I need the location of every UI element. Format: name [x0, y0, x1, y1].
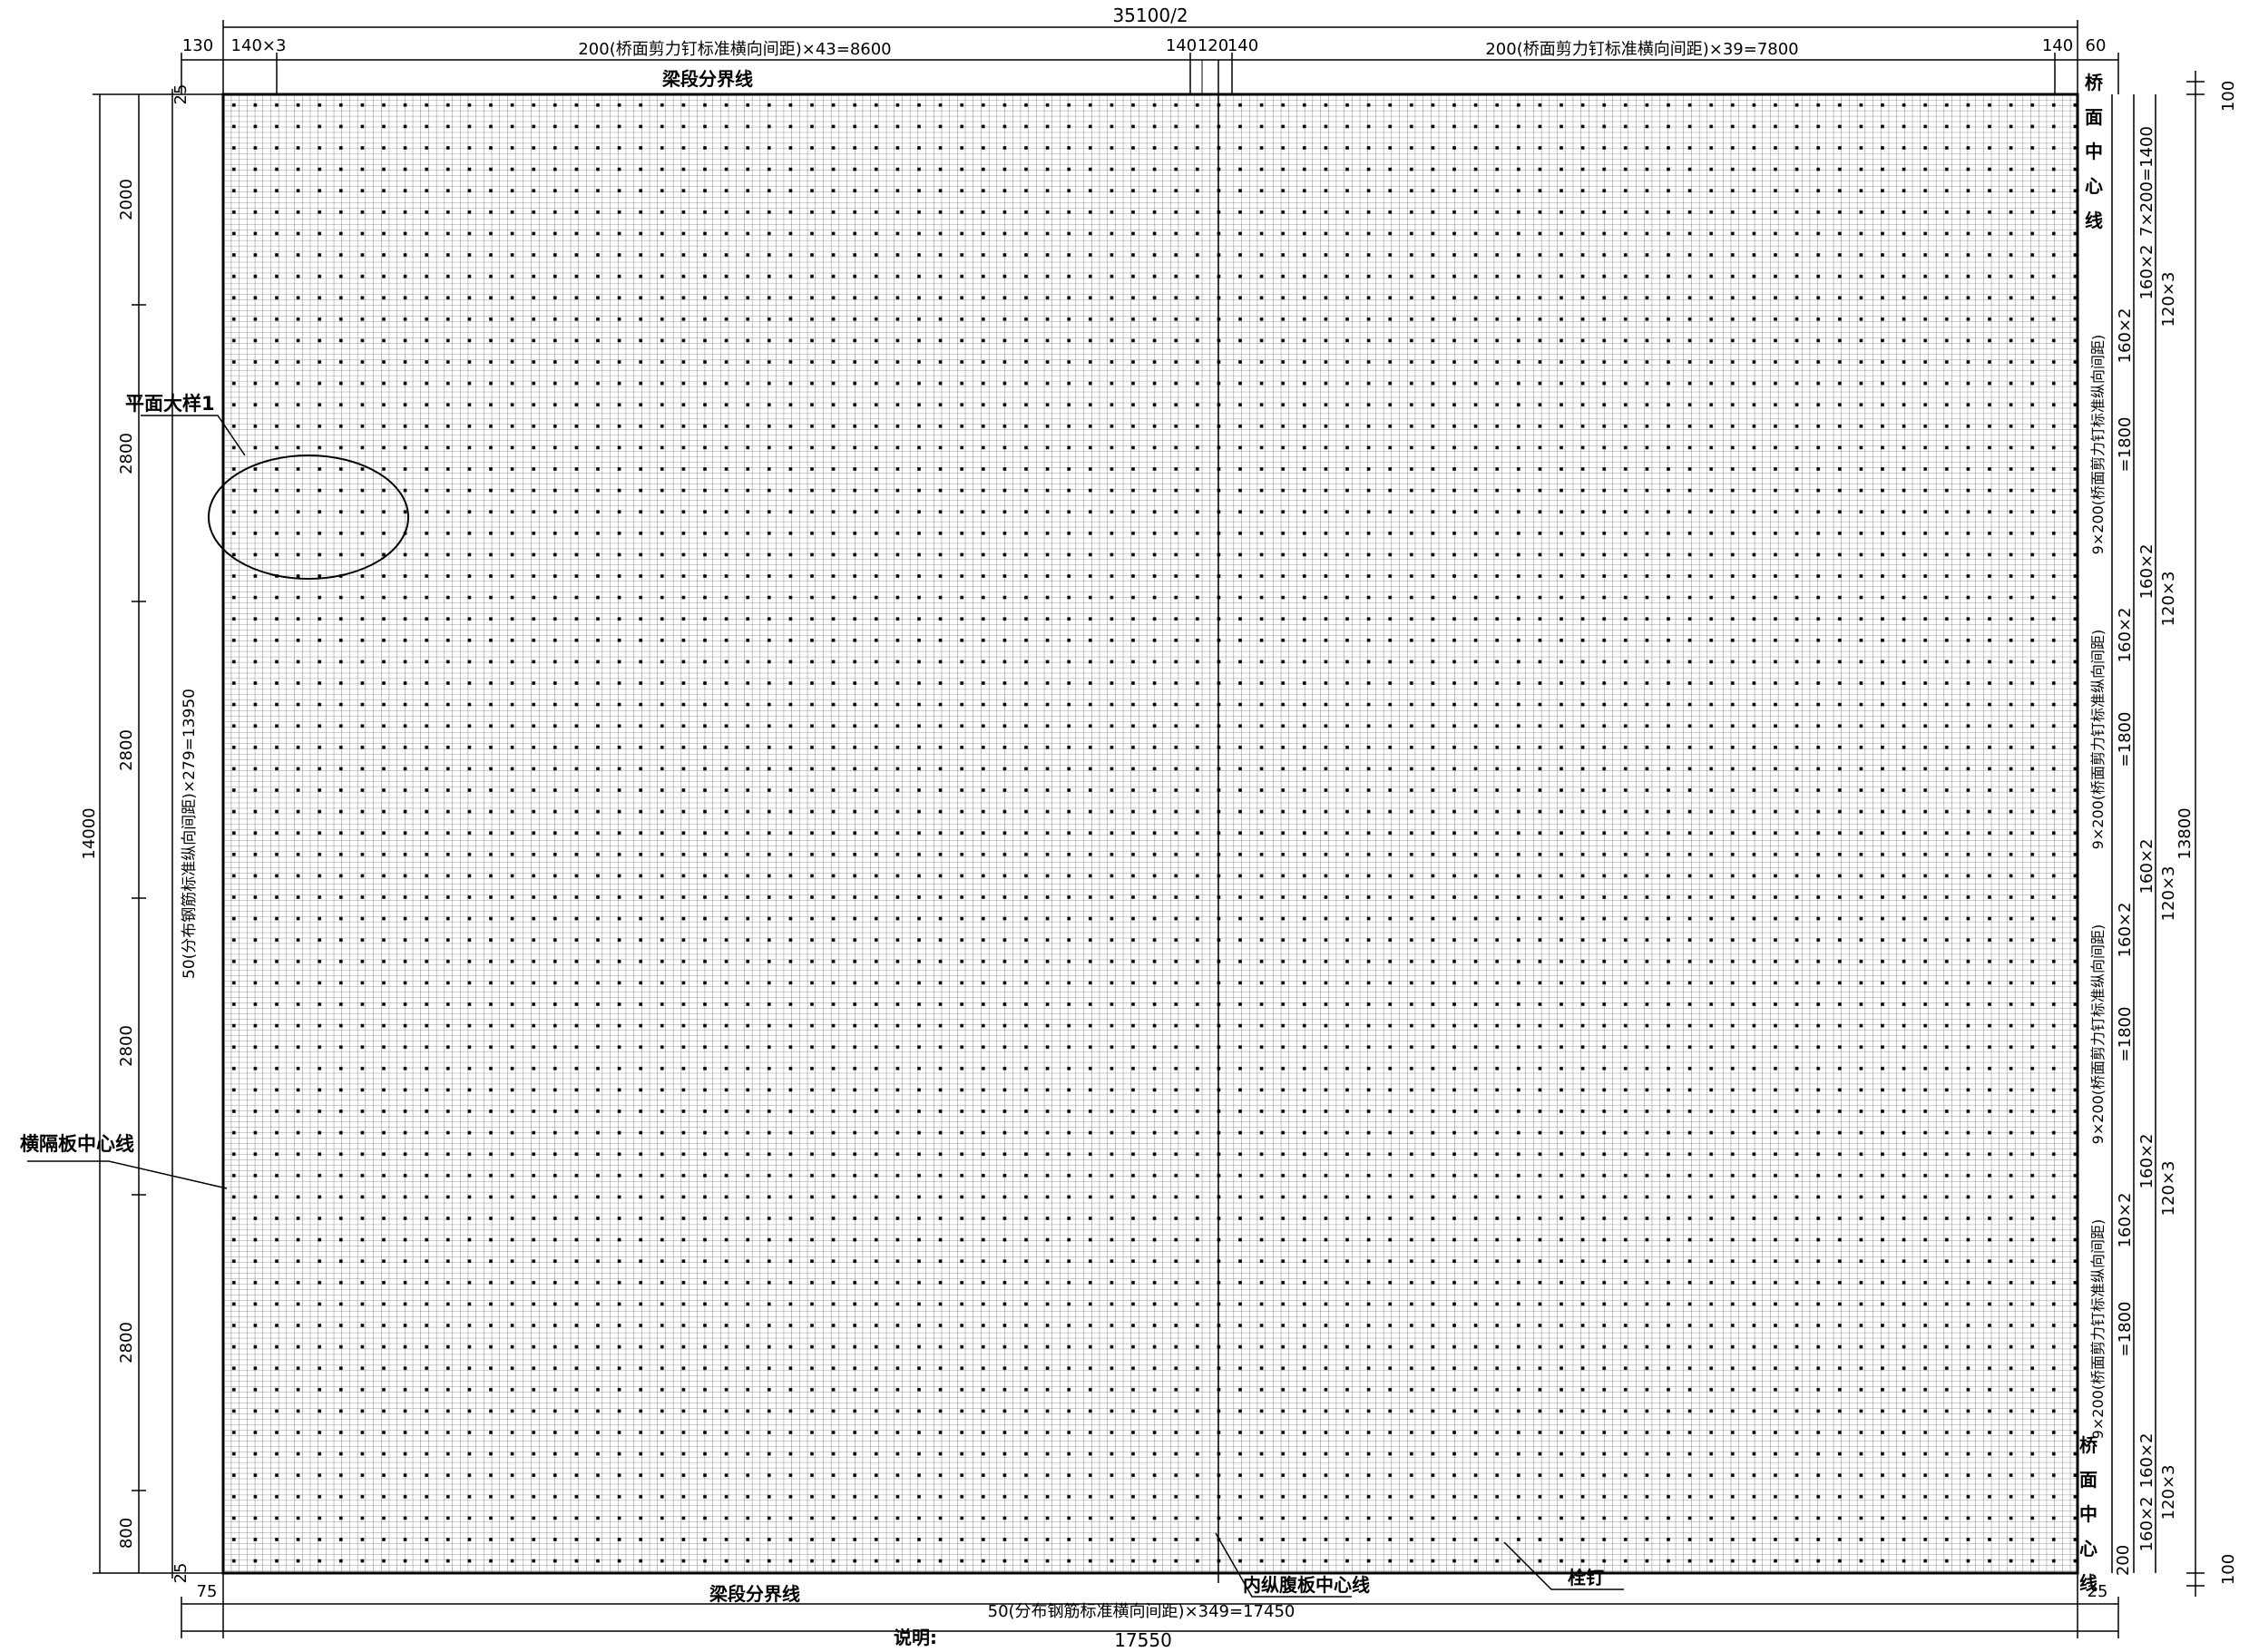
- svg-text:桥: 桥: [2079, 1434, 2098, 1456]
- left-dim-top-edge: 25: [171, 84, 191, 105]
- bottom-dimension-group: [181, 1573, 2119, 1638]
- right-dim-bottom-edge: 100: [2219, 1554, 2238, 1585]
- right-dim-pair-b-4: 120×3: [2159, 1161, 2178, 1217]
- left-dim-rebar-spacing: 50(分布钢筋标准纵向间距)×279=13950: [181, 689, 199, 979]
- left-dim-seg-1: 2800: [117, 433, 136, 474]
- right-dim-group-total-1: =1800: [2116, 417, 2135, 473]
- notes-label: 说明:: [894, 1627, 937, 1648]
- right-dim-group-spacing-2: 9×200(桥面剪力钉标准纵向间距): [2089, 630, 2107, 850]
- segment-boundary-label-top: 梁段分界线: [661, 68, 753, 90]
- top-dim-right-margin: 60: [2086, 36, 2107, 55]
- right-dim-pair-a-3: 160×2: [2137, 544, 2156, 600]
- bridge-centerline-top: 桥 面 中 心 线: [2085, 72, 2104, 231]
- right-dim-pair-b-1: 120×3: [2159, 272, 2178, 327]
- web-centerline-label: 内纵腹板中心线: [1243, 1574, 1370, 1596]
- right-dim-group-spacing-1: 9×200(桥面剪力钉标准纵向间距): [2089, 335, 2107, 555]
- detail-callout-label: 平面大样1: [125, 393, 215, 415]
- right-dim-pair-b-3: 120×3: [2159, 866, 2178, 922]
- svg-text:面: 面: [2079, 1469, 2097, 1491]
- top-dim-right-end: 140: [2042, 36, 2073, 55]
- svg-text:线: 线: [2079, 1572, 2097, 1594]
- right-dim-pair-a-8: 160×2: [2116, 1193, 2135, 1248]
- right-dim-group-spacing-3: 9×200(桥面剪力钉标准纵向间距): [2089, 924, 2107, 1145]
- top-dim-left-group: 140×3: [231, 36, 287, 55]
- detail-callout-ellipse: [208, 455, 409, 580]
- right-dim-group-total-3: =1800: [2116, 1007, 2135, 1062]
- web-centerline-leader: [1215, 1532, 1352, 1598]
- top-dim-mid-b: 120: [1198, 36, 1228, 55]
- right-dimension-group: [2111, 71, 2205, 1597]
- right-dim-pair-a-4: 160×2: [2116, 608, 2135, 663]
- shear-studs: [223, 94, 2078, 1573]
- right-dim-group-total-4: =1800: [2116, 1302, 2135, 1357]
- segment-boundary-label-bottom: 梁段分界线: [709, 1583, 800, 1605]
- right-dim-pair-a-1: 160×2: [2137, 245, 2156, 300]
- right-dim-total: 13800: [2176, 807, 2195, 859]
- top-dimension-group: [181, 20, 2119, 94]
- top-dim-mid-c: 140: [1227, 36, 1258, 55]
- top-dim-right-span: 200(桥面剪力钉标准横向间距)×39=7800: [1485, 40, 1798, 59]
- stud-leader: [1503, 1541, 1624, 1590]
- right-dim-pair-b-2: 120×3: [2159, 572, 2178, 627]
- top-dim-left-span: 200(桥面剪力钉标准横向间距)×43=8600: [578, 40, 891, 59]
- bottom-dim-rebar-span: 50(分布钢筋标准横向间距)×349=17450: [988, 1602, 1296, 1621]
- left-dim-seg-3: 2800: [117, 1025, 136, 1067]
- right-dim-top-edge: 100: [2219, 81, 2238, 112]
- detail-callout-leader: [141, 415, 246, 456]
- bridge-centerline-bottom: 桥 面 中 心 线: [2079, 1434, 2098, 1594]
- left-dim-bottom-edge: 25: [171, 1563, 191, 1584]
- right-dim-pair-a-5: 160×2: [2137, 839, 2156, 894]
- top-total-dimension: 35100/2: [1112, 5, 1188, 26]
- svg-text:线: 线: [2085, 210, 2103, 231]
- svg-text:中: 中: [2085, 141, 2103, 162]
- svg-text:心: 心: [2085, 175, 2103, 197]
- left-dimension-group: [93, 89, 223, 1579]
- right-dim-pair-b-5: 120×3: [2159, 1465, 2178, 1520]
- right-dim-first-group: 7×200=1400: [2137, 126, 2156, 237]
- left-dim-seg-2: 2800: [117, 729, 136, 771]
- right-dim-pair-a-9: 160×2: [2137, 1433, 2156, 1489]
- left-dim-total: 14000: [80, 807, 99, 859]
- svg-text:中: 中: [2079, 1503, 2097, 1525]
- svg-text:心: 心: [2079, 1538, 2097, 1559]
- svg-text:面: 面: [2085, 106, 2103, 128]
- diaphragm-leader: [27, 1160, 228, 1189]
- right-dim-pair-a-2: 160×2: [2116, 308, 2135, 364]
- bottom-dim-total: 17550: [1114, 1629, 1172, 1651]
- top-dim-left-margin: 130: [182, 36, 213, 55]
- stud-label: 栓钉: [1568, 1567, 1604, 1588]
- bottom-dim-left-edge: 75: [197, 1582, 218, 1601]
- left-dim-seg-4: 2800: [117, 1322, 136, 1364]
- left-dim-seg-5: 800: [117, 1518, 136, 1549]
- top-dim-mid-a: 140: [1166, 36, 1197, 55]
- right-dim-bottom-small: 200: [2114, 1545, 2133, 1576]
- right-dim-pair-a-6: 160×2: [2116, 903, 2135, 958]
- right-dim-group-spacing-4: 9×200(桥面剪力钉标准纵向间距): [2089, 1219, 2107, 1440]
- diaphragm-centerline-label: 横隔板中心线: [20, 1133, 134, 1155]
- right-dim-group-total-2: =1800: [2116, 712, 2135, 767]
- svg-text:桥: 桥: [2085, 72, 2104, 93]
- deck-plate-border: [221, 93, 2079, 1575]
- right-dim-pair-a-7: 160×2: [2137, 1134, 2156, 1189]
- bottom-dim-right-edge: 25: [2088, 1582, 2108, 1601]
- left-dim-seg-0: 2000: [117, 179, 136, 220]
- right-dim-pair-a-10: 160×2: [2137, 1497, 2156, 1552]
